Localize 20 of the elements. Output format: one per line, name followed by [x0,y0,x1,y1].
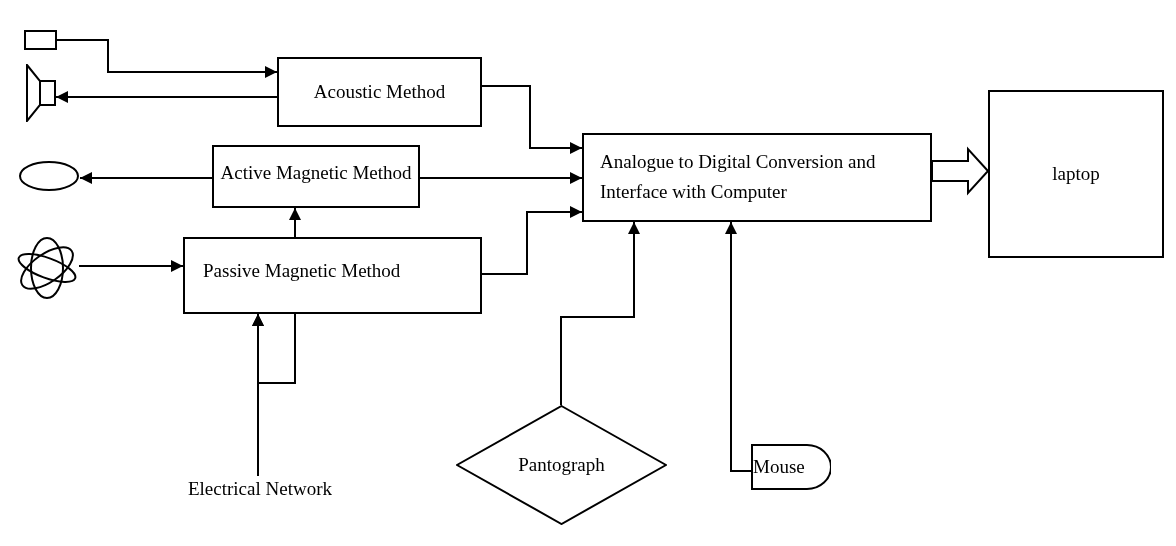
arrow [481,85,583,154]
arrow [419,172,583,184]
process-box: Active Magnetic Method [212,145,420,208]
arrow [79,172,213,184]
arrow [56,39,278,78]
source-label: Electrical Network [150,476,370,502]
arrow [560,221,640,406]
process-box: Acoustic Method [277,57,482,127]
computer-box: laptop [988,90,1164,258]
arrow [55,91,278,103]
arrow [725,221,752,472]
arrow [289,207,301,238]
process-box: Passive Magnetic Method [183,237,482,314]
arrow [252,313,296,384]
arrow [481,206,583,275]
arrow [78,260,184,272]
delay-shape: Mouse [751,444,831,490]
block-arrow [931,146,990,196]
decision-diamond: Pantograph [456,405,667,525]
process-box: Analogue to Digital Conversion and Interface with Computer [582,133,932,222]
